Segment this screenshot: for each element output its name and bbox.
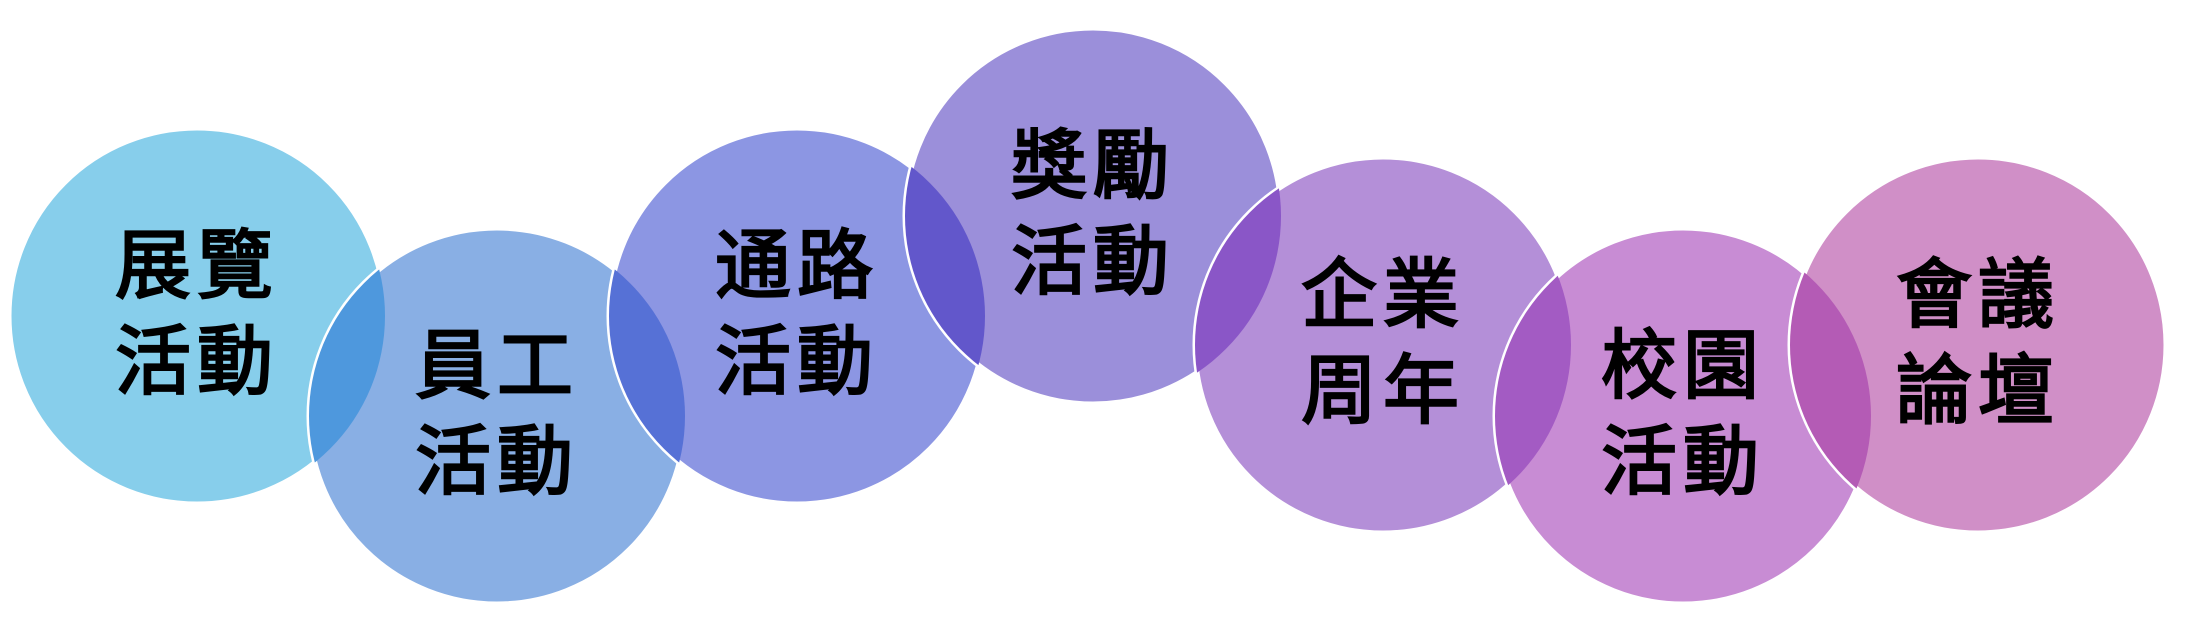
circle-5-label-line2: 周年	[1301, 346, 1465, 435]
circle-5-label-line1: 企業	[1301, 250, 1465, 339]
circle-1-label-line1: 展覽	[115, 221, 279, 310]
circle-6-label-line2: 活動	[1601, 417, 1765, 506]
circle-3-label-line1: 通路	[715, 221, 879, 310]
circle-6-label-line1: 校園	[1601, 321, 1765, 410]
circle-2-label-line2: 活動	[415, 417, 579, 506]
circle-3-label-line2: 活動	[715, 317, 879, 406]
circle-7-label-line2: 論壇	[1896, 346, 2060, 435]
circle-7-label-line1: 會議	[1896, 250, 2060, 339]
circle-4-label-line1: 獎勵	[1011, 121, 1175, 210]
circle-1-label-line2: 活動	[115, 317, 279, 406]
circle-7	[1787, 154, 2169, 536]
circle-4-label-line2: 活動	[1011, 217, 1175, 306]
circle-2-label-line1: 員工	[415, 321, 579, 410]
